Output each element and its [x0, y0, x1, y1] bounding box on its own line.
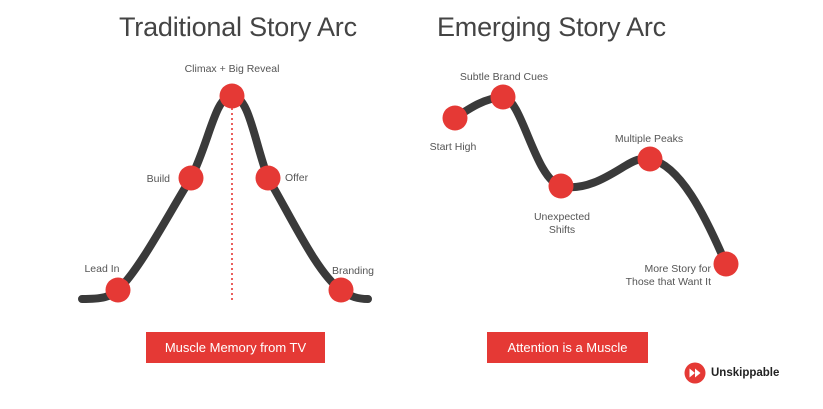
node-build — [178, 165, 204, 191]
node-multiple-peaks — [637, 146, 663, 172]
label-more-story-for: More Story for — [644, 263, 711, 275]
traditional-caption-box: Muscle Memory from TV — [146, 332, 325, 363]
emerging-curve — [451, 92, 730, 268]
node-more-story — [713, 251, 739, 277]
emerging-arc-title: Emerging Story Arc — [437, 12, 666, 42]
fast-forward-icon — [684, 362, 706, 384]
label-lead-in: Lead In — [84, 263, 119, 275]
node-branding — [328, 277, 354, 303]
traditional-arc-title: Traditional Story Arc — [119, 12, 357, 42]
brand-name: Unskippable — [711, 367, 780, 379]
emerging-arc: Subtle Brand Cues Start High Multiple Pe… — [430, 71, 739, 288]
node-lead-in — [105, 277, 131, 303]
traditional-curve — [78, 91, 372, 303]
node-subtle-brand-cues — [490, 84, 516, 110]
node-climax — [219, 83, 245, 109]
label-branding: Branding — [332, 265, 374, 277]
label-those-that-want-it: Those that Want It — [626, 276, 711, 288]
label-multiple-peaks: Multiple Peaks — [615, 133, 683, 145]
traditional-arc: Climax + Big Reveal Build Offer Lead In … — [78, 63, 374, 303]
label-subtle-brand-cues: Subtle Brand Cues — [460, 71, 548, 83]
label-shifts: Shifts — [549, 224, 575, 236]
label-start-high: Start High — [430, 141, 477, 153]
node-unexpected-shifts — [548, 173, 574, 199]
label-climax: Climax + Big Reveal — [185, 63, 280, 75]
brand-logo: Unskippable — [684, 362, 779, 384]
label-build: Build — [147, 173, 171, 185]
emerging-caption-box: Attention is a Muscle — [487, 332, 648, 363]
label-offer: Offer — [285, 172, 309, 184]
node-start-high — [442, 105, 468, 131]
node-offer — [255, 165, 281, 191]
label-unexpected: Unexpected — [534, 211, 590, 223]
